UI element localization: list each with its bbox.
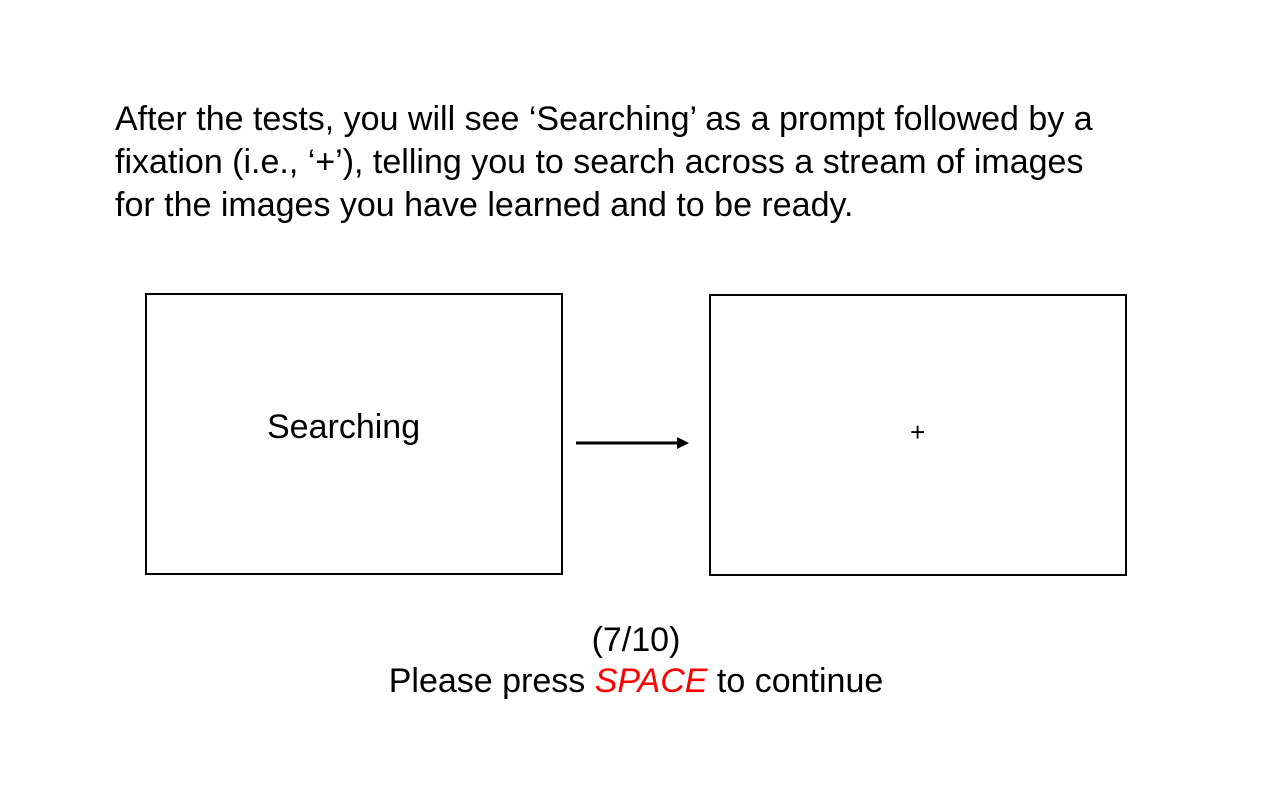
continue-prompt: Please press SPACE to continue [0, 661, 1272, 701]
instruction-line-1: After the tests, you will see ‘Searching… [115, 100, 1093, 138]
progress-indicator: (7/10) [591, 621, 681, 659]
continue-prompt-suffix: to continue [707, 662, 884, 700]
instruction-line-2: fixation (i.e., ‘+’), telling you to sea… [115, 143, 1084, 181]
continue-prompt-prefix: Please press [388, 662, 595, 700]
instruction-line-3: for the images you have learned and to b… [115, 186, 854, 224]
searching-prompt-screen: Searching [145, 293, 563, 575]
fixation-screen: + [709, 294, 1127, 576]
fixation-cross: + [910, 417, 926, 447]
space-key-label: SPACE [594, 662, 708, 700]
searching-prompt-label: Searching [267, 408, 421, 446]
right-arrow-icon [576, 437, 689, 449]
instructions-text: After the tests, you will see ‘Searching… [115, 98, 1215, 227]
